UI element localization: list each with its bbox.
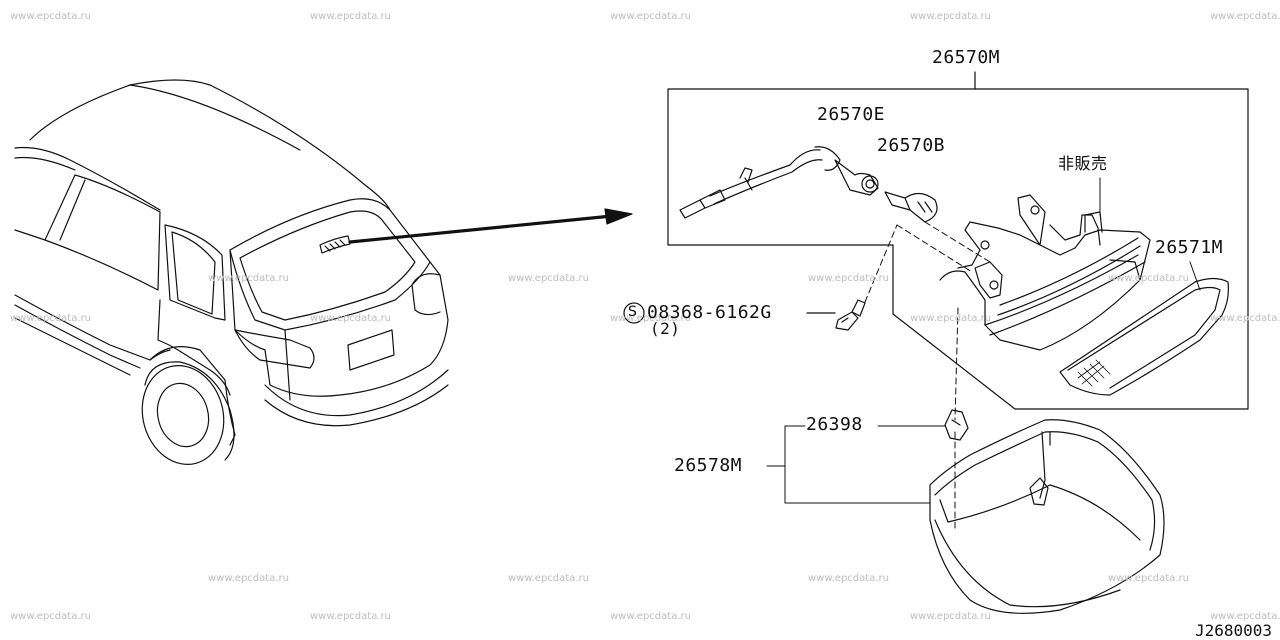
callout-screw: 08368-6162G [647,302,772,323]
watermark: www.epcdata.ru [910,611,991,622]
watermark: www.epcdata.ru [808,273,889,284]
watermark: www.epcdata.ru [208,273,289,284]
vehicle-drawing [14,79,449,465]
guide-lines [864,221,991,531]
assembly-frame [667,71,1249,410]
watermark: www.epcdata.ru [610,611,691,622]
watermark: www.epcdata.ru [910,11,991,22]
watermark: www.epcdata.ru [1210,11,1280,22]
callout-bulb: 26570B [877,135,946,156]
watermark: www.epcdata.ru [10,611,91,622]
callout-screw-qty: (2) [650,319,681,338]
watermark: www.epcdata.ru [1210,313,1280,324]
watermark: www.epcdata.ru [508,573,589,584]
watermark: www.epcdata.ru [610,313,691,324]
watermark: www.epcdata.ru [610,11,691,22]
lamp-housing-drawing [939,194,1151,351]
locator-arrow [348,208,633,244]
callout-assembly: 26570M [932,47,1001,68]
leader-lines [766,177,1201,504]
socket-harness-drawing [679,146,879,219]
watermark: www.epcdata.ru [10,313,91,324]
callout-not-for-sale: 非販売 [1058,154,1108,173]
watermark: www.epcdata.ru [1210,611,1280,622]
watermark: www.epcdata.ru [508,273,589,284]
watermark: www.epcdata.ru [310,313,391,324]
watermark: www.epcdata.ru [808,573,889,584]
watermark: www.epcdata.ru [310,11,391,22]
callout-socket: 26570E [817,104,886,125]
watermark: www.epcdata.ru [10,11,91,22]
watermark: www.epcdata.ru [1108,273,1189,284]
watermark: www.epcdata.ru [208,573,289,584]
cover-drawing [929,419,1165,614]
clip-drawing [944,409,969,441]
screw-drawing [806,299,866,331]
screw-symbol: S [628,304,638,320]
watermark: www.epcdata.ru [1108,573,1189,584]
callout-lens: 26571M [1155,237,1224,258]
watermark: www.epcdata.ru [910,313,991,324]
callout-clip: 26398 [806,414,863,435]
watermark: www.epcdata.ru [310,611,391,622]
bulb-drawing [884,191,938,223]
lens-drawing [1059,277,1229,396]
diagram-code: J2680003 [1194,621,1272,640]
screw-symbol-circle [623,302,645,324]
callout-cover: 26578M [674,455,743,476]
